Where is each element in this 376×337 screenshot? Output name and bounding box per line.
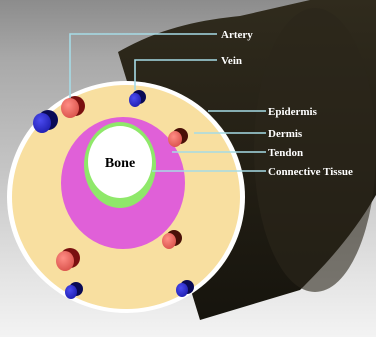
tendon-label: Tendon <box>268 147 303 159</box>
artery-label: Artery <box>221 29 253 41</box>
epidermis-label: Epidermis <box>268 106 318 118</box>
connective-tissue-label: Connective Tissue <box>268 166 353 178</box>
vein-label: Vein <box>221 55 242 67</box>
bone-label: Bone <box>105 156 135 171</box>
dermis-label: Dermis <box>268 128 303 140</box>
